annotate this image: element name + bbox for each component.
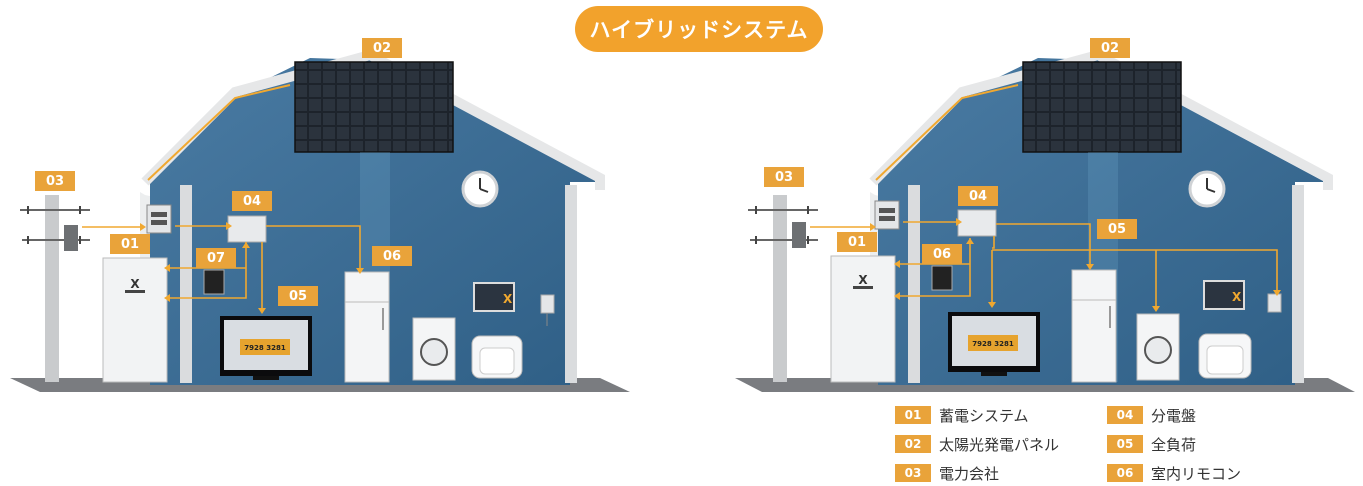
- solar-panel: [1022, 61, 1182, 153]
- wiring: [810, 221, 1278, 306]
- legend-item: 01 蓄電システム: [895, 404, 1029, 426]
- legend-item: 06 室内リモコン: [1107, 462, 1241, 484]
- page-title-text: ハイブリッドシステム: [589, 18, 809, 42]
- utility-pole: [45, 195, 59, 382]
- legend-number: 03: [895, 464, 931, 482]
- right-inner-wall: [565, 185, 577, 383]
- roof-wire: [147, 84, 291, 181]
- left-house-diagram: X 7928 3281 X: [10, 49, 630, 392]
- pole-transformer: [792, 222, 806, 248]
- tag-left-04: 04: [232, 191, 272, 211]
- roof-wire: [875, 84, 1019, 181]
- legend-label: 電力会社: [939, 464, 1000, 483]
- legend-label: 分電盤: [1151, 406, 1197, 425]
- svg-text:X: X: [1232, 290, 1242, 304]
- battery-unit: [102, 257, 168, 383]
- tv-screen-text: 7928 3281: [972, 340, 1014, 348]
- left-inner-wall: [908, 185, 920, 383]
- page-title: ハイブリッドシステム: [575, 6, 823, 52]
- tag-left-01: 01: [110, 234, 150, 254]
- svg-text:X: X: [503, 292, 513, 306]
- legend-item: 04 分電盤: [1107, 404, 1196, 426]
- wall-picture: [1203, 280, 1245, 310]
- legend-number: 06: [1107, 464, 1143, 482]
- wall-outlet: [1267, 293, 1282, 313]
- tag-right-04: 04: [958, 186, 998, 206]
- legend-label: 室内リモコン: [1151, 464, 1242, 483]
- electric-meter: [874, 200, 900, 230]
- tv-screen-text: 7928 3281: [244, 344, 286, 352]
- svg-text:X: X: [858, 273, 868, 287]
- tag-right-05: 05: [1097, 219, 1137, 239]
- tag-left-07: 07: [196, 248, 236, 268]
- tag-left-06: 06: [372, 246, 412, 266]
- solar-panel: [294, 61, 454, 153]
- wall-outlet: [540, 294, 555, 314]
- battery-unit: [830, 255, 896, 383]
- tag-right-01: 01: [837, 232, 877, 252]
- wire-arrows: [140, 222, 364, 314]
- tag-right-02: 02: [1090, 38, 1130, 58]
- tag-left-02: 02: [362, 38, 402, 58]
- legend-label: 全負荷: [1151, 435, 1197, 454]
- tag-right-06: 06: [922, 244, 962, 264]
- legend-item: 05 全負荷: [1107, 433, 1196, 455]
- wiring: [82, 225, 361, 308]
- legend-label: 蓄電システム: [939, 406, 1029, 425]
- tag-right-03: 03: [764, 167, 804, 187]
- utility-pole: [773, 195, 787, 382]
- svg-text:X: X: [130, 277, 140, 291]
- legend-number: 05: [1107, 435, 1143, 453]
- legend-item: 03 電力会社: [895, 462, 999, 484]
- wall-picture: [473, 282, 515, 312]
- pole-transformer: [64, 225, 78, 251]
- legend-number: 01: [895, 406, 931, 424]
- right-inner-wall: [1292, 185, 1304, 383]
- legend-label: 太陽光発電パネル: [939, 435, 1060, 454]
- indoor-remote: [203, 269, 225, 295]
- electric-meter: [146, 204, 172, 234]
- tag-left-05: 05: [278, 286, 318, 306]
- distribution-board: [227, 215, 267, 243]
- right-house-diagram: X 7928 3281 X: [735, 49, 1355, 392]
- refrigerator: [1071, 269, 1117, 383]
- wire-arrows: [870, 218, 1281, 312]
- legend-number: 02: [895, 435, 931, 453]
- distribution-board: [957, 209, 997, 237]
- refrigerator: [344, 271, 390, 383]
- legend-number: 04: [1107, 406, 1143, 424]
- left-inner-wall: [180, 185, 192, 383]
- legend-item: 02 太陽光発電パネル: [895, 433, 1059, 455]
- indoor-remote: [931, 265, 953, 291]
- tag-left-03: 03: [35, 171, 75, 191]
